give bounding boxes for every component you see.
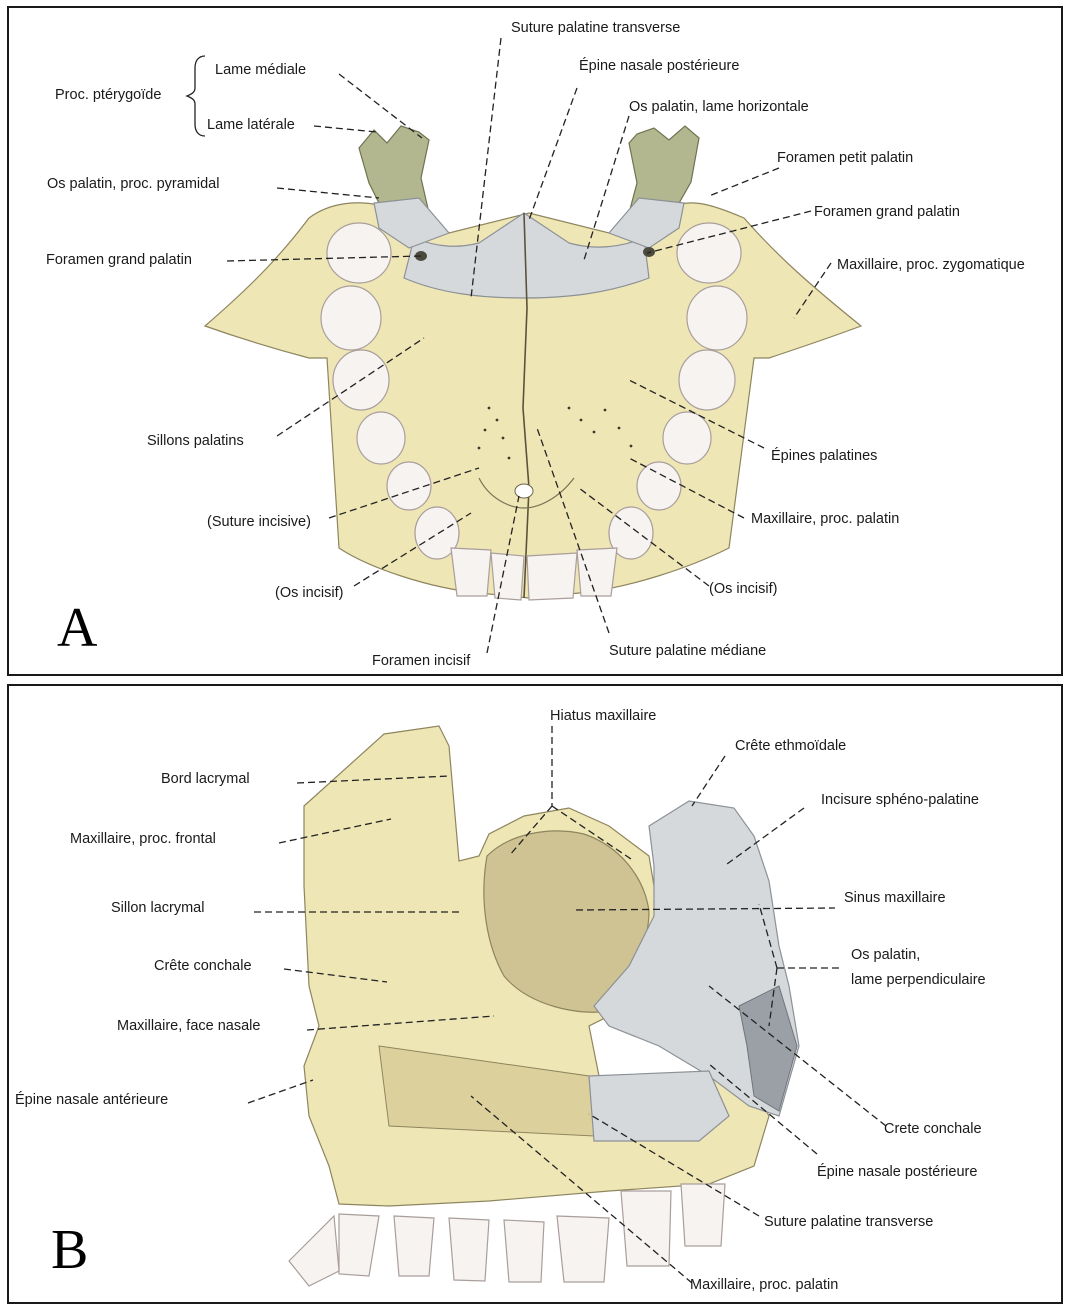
label-hiatus-maxillaire: Hiatus maxillaire bbox=[550, 708, 656, 724]
label-epine-nasale-posterieure: Épine nasale postérieure bbox=[817, 1163, 977, 1180]
label-os-palatin-line1: Os palatin, bbox=[851, 947, 920, 963]
label-epine-nasale-anterieure: Épine nasale antérieure bbox=[15, 1091, 168, 1108]
label-maxillaire-proc-palatin: Maxillaire, proc. palatin bbox=[690, 1277, 838, 1293]
label-foramen-petit-palatin: Foramen petit palatin bbox=[777, 150, 913, 166]
label-epines-palatines: Épines palatines bbox=[771, 447, 877, 464]
label-os-incisif-left: (Os incisif) bbox=[275, 585, 343, 601]
label-crete-ethmoidale: Crête ethmoïdale bbox=[735, 738, 846, 754]
label-crete-conchale-right: Crete conchale bbox=[884, 1121, 982, 1137]
label-lame-laterale: Lame latérale bbox=[207, 117, 295, 133]
label-lame-mediale: Lame médiale bbox=[215, 62, 306, 78]
palatine-process-grey-rough bbox=[589, 1071, 729, 1141]
panel-letter-b: B bbox=[51, 1219, 88, 1281]
label-os-palatin-proc-pyramidal: Os palatin, proc. pyramidal bbox=[47, 176, 219, 192]
label-foramen-grand-palatin-left: Foramen grand palatin bbox=[46, 252, 192, 268]
label-incisure-spheno-palatine: Incisure sphéno-palatine bbox=[821, 792, 979, 808]
label-maxillaire-face-nasale: Maxillaire, face nasale bbox=[117, 1018, 260, 1034]
panel-a-illustration: Suture palatine transverse Épine nasale … bbox=[9, 8, 1063, 676]
label-os-incisif-right: (Os incisif) bbox=[709, 581, 777, 597]
label-maxillaire-proc-palatin: Maxillaire, proc. palatin bbox=[751, 511, 899, 527]
label-suture-palatine-transverse: Suture palatine transverse bbox=[511, 20, 680, 36]
label-suture-palatine-mediane: Suture palatine médiane bbox=[609, 643, 766, 659]
pterygoid-brace bbox=[187, 56, 205, 136]
label-maxillaire-proc-zygomatique: Maxillaire, proc. zygomatique bbox=[837, 257, 1025, 273]
label-sinus-maxillaire: Sinus maxillaire bbox=[844, 890, 946, 906]
label-foramen-grand-palatin-right: Foramen grand palatin bbox=[814, 204, 960, 220]
label-epine-nasale-posterieure: Épine nasale postérieure bbox=[579, 57, 739, 74]
panel-letter-a: A bbox=[57, 597, 98, 659]
label-sillons-palatins: Sillons palatins bbox=[147, 433, 244, 449]
panel-b-maxilla-medial-view: Hiatus maxillaire Crête ethmoïdale Incis… bbox=[7, 684, 1063, 1304]
label-suture-incisive: (Suture incisive) bbox=[207, 514, 311, 530]
incisive-foramen bbox=[515, 484, 533, 498]
label-sillon-lacrymal: Sillon lacrymal bbox=[111, 900, 204, 916]
panel-b-illustration: Hiatus maxillaire Crête ethmoïdale Incis… bbox=[9, 686, 1063, 1304]
label-maxillaire-proc-frontal: Maxillaire, proc. frontal bbox=[70, 831, 216, 847]
label-bord-lacrymal: Bord lacrymal bbox=[161, 771, 250, 787]
label-foramen-incisif: Foramen incisif bbox=[372, 653, 471, 669]
label-os-palatin-line2: lame perpendiculaire bbox=[851, 972, 986, 988]
label-os-palatin-lame-horizontale: Os palatin, lame horizontale bbox=[629, 99, 809, 115]
label-suture-palatine-transverse: Suture palatine transverse bbox=[764, 1214, 933, 1230]
panel-a-palate-inferior-view: Suture palatine transverse Épine nasale … bbox=[7, 6, 1063, 676]
label-proc-pterygoide: Proc. ptérygoïde bbox=[55, 87, 161, 103]
label-crete-conchale-left: Crête conchale bbox=[154, 958, 252, 974]
